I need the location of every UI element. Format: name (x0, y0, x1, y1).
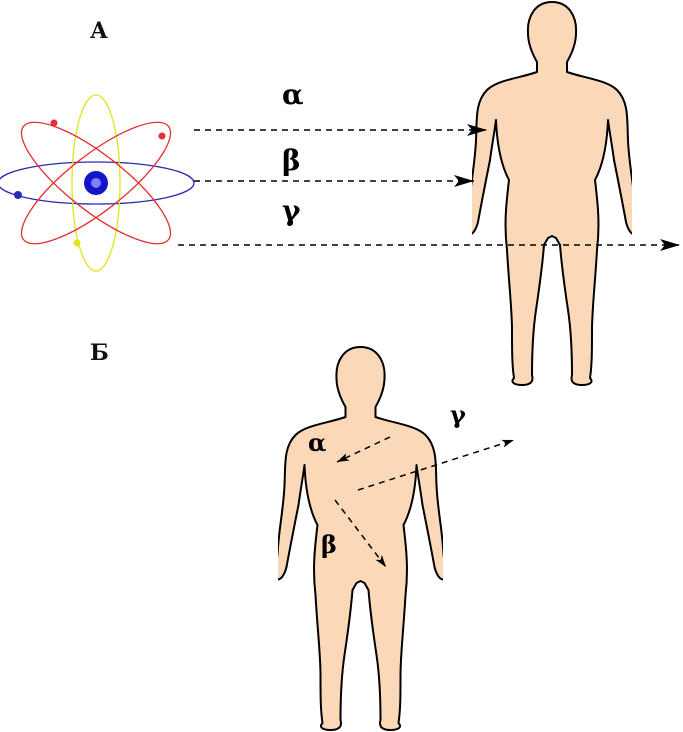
alpha-ray-b (336, 436, 391, 463)
beta-ray-b (334, 499, 387, 568)
gamma-label-b: γ (450, 400, 466, 429)
beta-label-b: β (321, 530, 337, 559)
human-figure-icon (278, 345, 443, 732)
alpha-label: α (282, 78, 304, 111)
section-label-a: А (90, 18, 108, 44)
atom-icon (0, 94, 195, 272)
human-figure-icon (472, 1, 632, 386)
gamma-ray-b (357, 439, 515, 491)
section-label-b: Б (90, 340, 109, 366)
gamma-label: γ (282, 194, 301, 227)
alpha-label-b: α (308, 428, 326, 457)
beta-label: β (282, 144, 301, 177)
